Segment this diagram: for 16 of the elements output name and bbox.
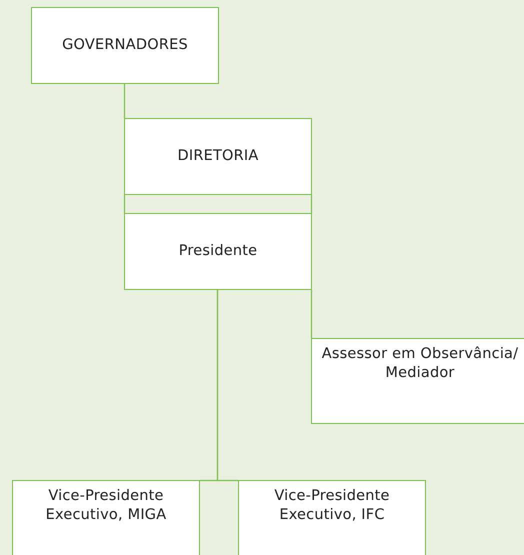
connector-line: [216, 290, 238, 482]
connector-line: [124, 194, 312, 214]
org-box: [311, 338, 524, 424]
role-label: DIRETORIA: [177, 147, 259, 166]
connector-line: [310, 290, 312, 338]
org-box: [238, 480, 426, 555]
role-label: GOVERNADORES: [62, 36, 188, 55]
role-label: Presidente: [178, 242, 258, 261]
role-label: Assessor em Observância/ Mediador: [320, 345, 520, 383]
org-box: [124, 118, 312, 195]
role-label: Vice-Presidente Executivo, MIGA: [44, 487, 168, 525]
org-box: [124, 213, 312, 290]
role-label: Vice-Presidente Executivo, IFC: [273, 487, 391, 525]
connector-line: [124, 84, 126, 118]
org-box: [12, 480, 200, 555]
org-box: [31, 7, 219, 84]
